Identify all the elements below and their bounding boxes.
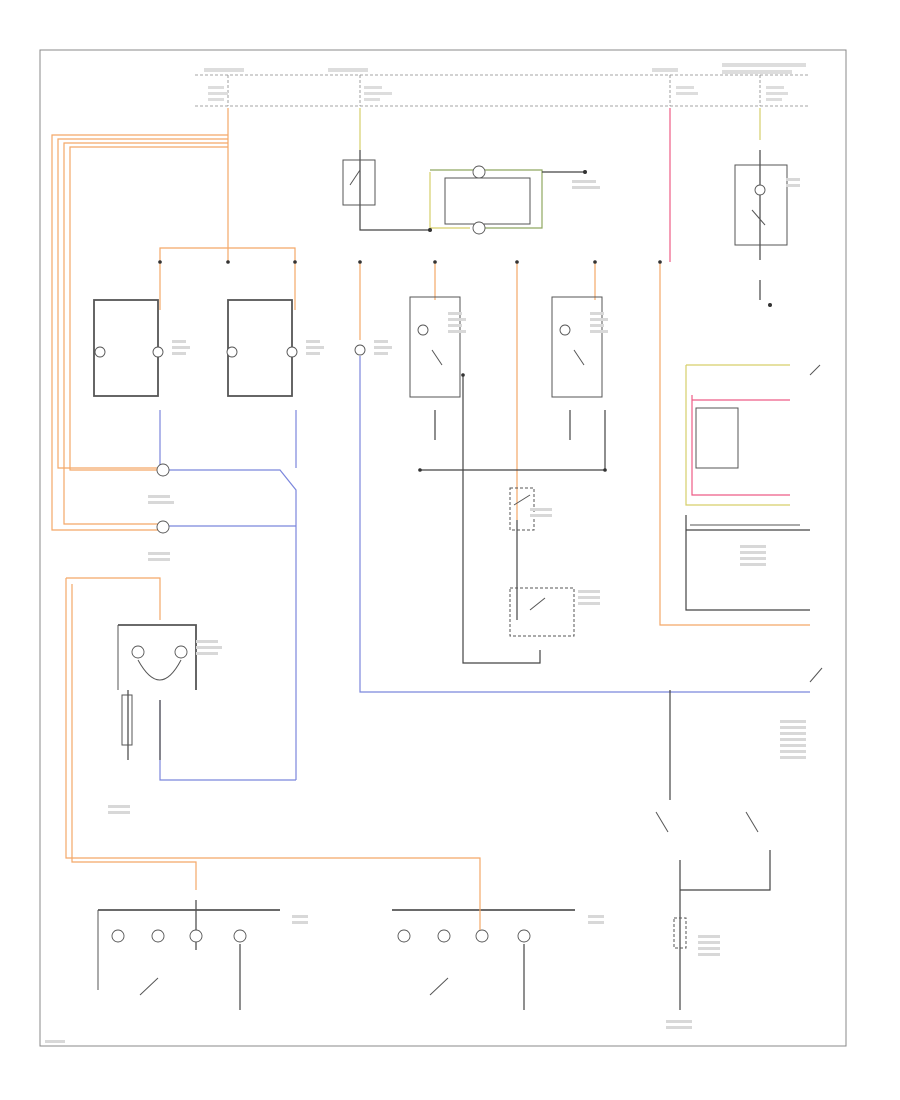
- switch-panel-5: [551, 296, 603, 398]
- label-blocks: [45, 178, 806, 1043]
- lamp-panel-2: [226, 299, 298, 397]
- bottom-left-lamp-bar: [97, 909, 280, 1010]
- bottom-right-lamp-bar: [392, 890, 575, 1010]
- blue-wires: [159, 356, 810, 781]
- top-center-lamps: [342, 159, 587, 235]
- black-wires: [127, 150, 810, 1010]
- upper-lamp-bulb: [472, 165, 486, 179]
- top-right-module: [734, 164, 788, 307]
- center-relay-lower: [509, 587, 575, 637]
- switch-panel-4: [409, 296, 461, 398]
- left-connectors: [156, 463, 170, 534]
- lower-left-lamp-module: [117, 624, 197, 746]
- top-power-bus: [195, 63, 810, 107]
- lamp-panel-3: [354, 344, 366, 356]
- lower-lamp-bulb: [472, 221, 486, 235]
- right-middle-module: [690, 364, 823, 683]
- left-orange-harness: [51, 108, 810, 890]
- right-lower-switches: [655, 811, 759, 949]
- right-colored-wires: [359, 108, 790, 506]
- diagram-frame: [39, 49, 847, 1047]
- junction-dots: [158, 260, 662, 472]
- lamp-panel-1: [93, 299, 164, 397]
